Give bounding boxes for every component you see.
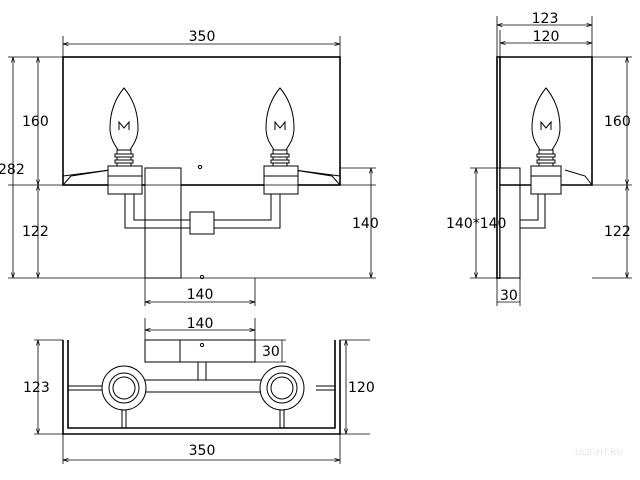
dim-front-backplate-width: 140	[187, 287, 214, 303]
dim-front-top-height: 160	[22, 114, 49, 130]
side-view: 123 120 160 122 140*140 30	[446, 11, 632, 306]
top-cup-right	[259, 365, 305, 411]
front-backplate	[144, 167, 182, 279]
dim-side-outer-width: 123	[532, 11, 559, 27]
top-backplate	[144, 339, 256, 363]
dim-front-total-height: 282	[0, 162, 25, 178]
dim-front-bottom-height: 122	[22, 224, 49, 240]
top-view: 140 30 123 120 350	[23, 316, 375, 464]
top-arm	[140, 379, 264, 393]
front-bulb-left	[109, 87, 139, 167]
dim-top-backplate-width: 140	[187, 316, 214, 332]
dim-front-width: 350	[189, 29, 216, 45]
dim-top-width: 350	[189, 443, 216, 459]
front-cup-right	[263, 165, 299, 195]
watermark: ULIGHT.RU	[575, 448, 623, 458]
side-backplate	[499, 167, 521, 279]
dim-side-backplate-size: 140*140	[446, 216, 506, 232]
top-shade-outline	[62, 340, 341, 435]
side-arm	[520, 194, 546, 229]
dim-top-backplate-depth: 30	[262, 344, 280, 360]
dim-side-depth: 30	[500, 288, 518, 304]
dim-front-backplate-height: 140	[352, 216, 379, 232]
side-cup	[530, 165, 562, 195]
front-view: 350 282 160 122 140 140	[0, 29, 379, 306]
side-bulb	[531, 87, 561, 167]
dim-side-bottom-height: 122	[604, 224, 631, 240]
top-cup-left	[101, 365, 147, 411]
front-cup-left	[107, 165, 143, 195]
front-bulb-right	[265, 87, 295, 167]
dim-side-top-height: 160	[604, 114, 631, 130]
dim-side-inner-width: 120	[533, 29, 560, 45]
dim-top-outer-depth: 123	[23, 380, 50, 396]
dim-top-inner-depth: 120	[348, 380, 375, 396]
